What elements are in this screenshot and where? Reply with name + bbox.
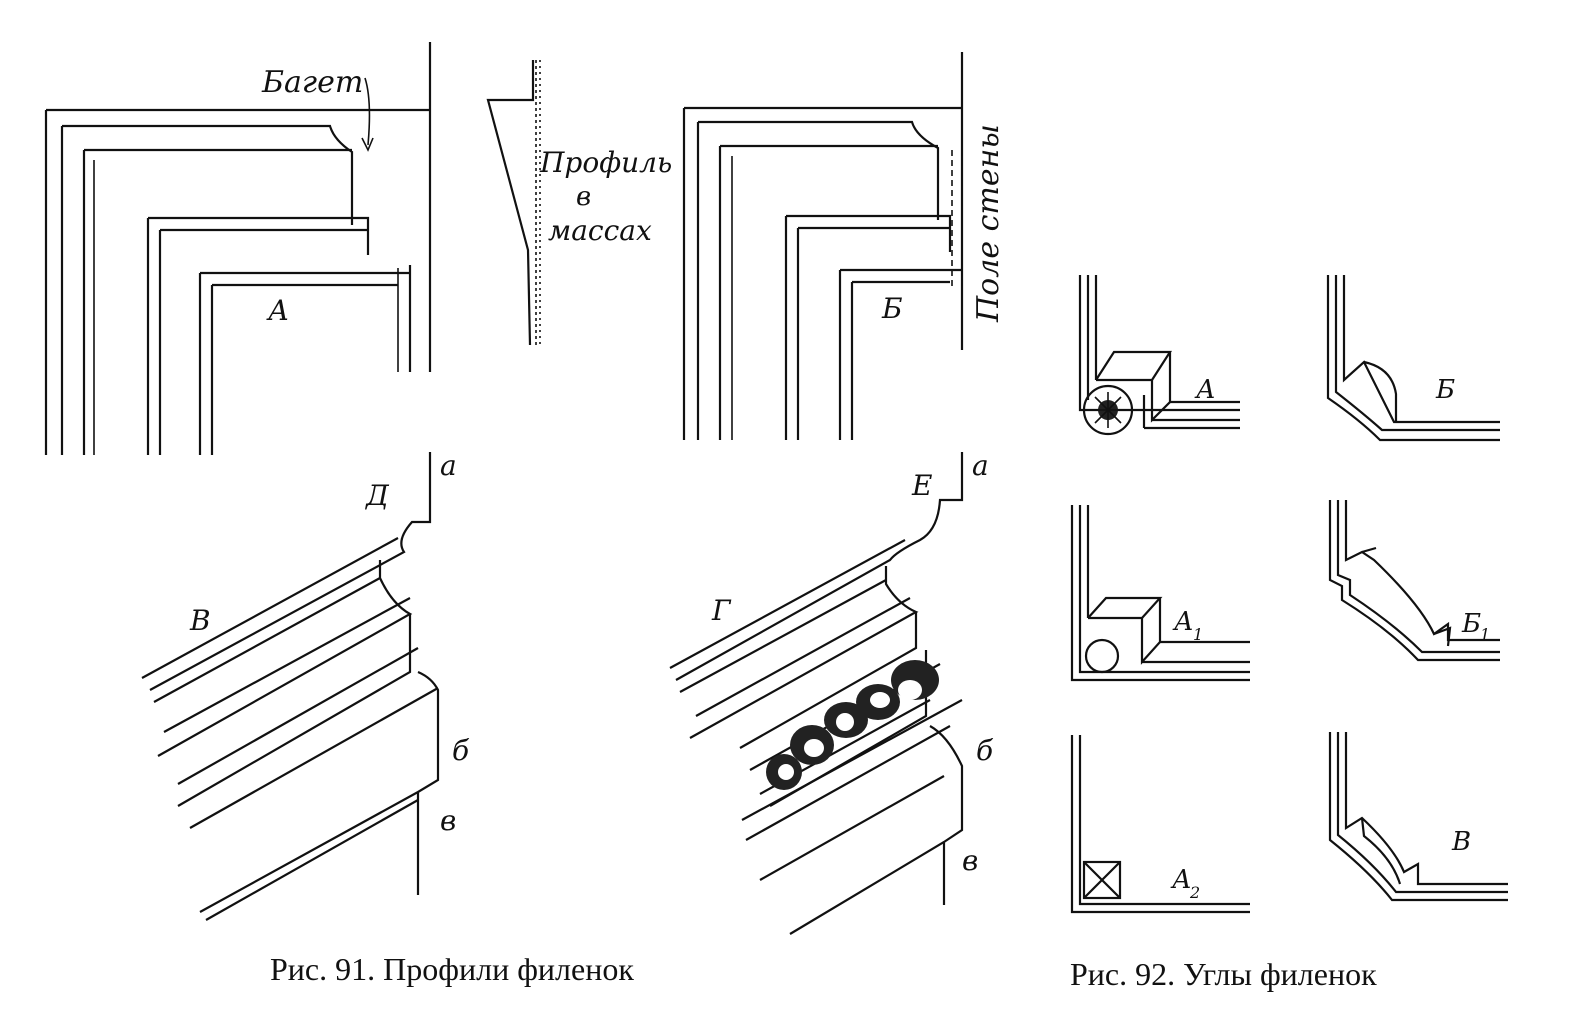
corner-v-label: В xyxy=(1451,827,1471,857)
profile-d-drawing xyxy=(141,452,440,921)
label-v-profile: В xyxy=(189,604,211,637)
profile-e-drawing xyxy=(669,452,964,935)
label-a-right: а xyxy=(972,449,989,482)
label-e: Е xyxy=(911,469,932,502)
profile-v-label: в xyxy=(576,182,591,212)
fig91-caption: Рис. 91. Профили филенок xyxy=(270,951,634,987)
mass-profile-drawing xyxy=(486,60,541,346)
corner-b-drawing xyxy=(1326,275,1500,442)
panel-b-label: Б xyxy=(881,292,903,325)
corner-a1-label: А xyxy=(1172,607,1194,637)
corner-a2-drawing xyxy=(1070,735,1250,914)
corner-v-drawing xyxy=(1328,732,1508,902)
label-v-right: в xyxy=(962,844,978,877)
profile-label: Профиль xyxy=(539,146,672,179)
corner-a2-sub: 2 xyxy=(1189,883,1200,902)
wall-field-label: Поле стены xyxy=(971,124,1006,323)
ornament-band xyxy=(766,660,939,790)
label-d: Д xyxy=(364,479,390,512)
label-b-left: б xyxy=(452,734,470,767)
corner-b1-sub: 1 xyxy=(1480,625,1490,644)
panel-a-corner-drawing xyxy=(44,42,432,455)
corner-b1-drawing xyxy=(1328,500,1500,662)
profile-massakh-label: массах xyxy=(548,214,652,247)
label-v-left: в xyxy=(440,804,456,837)
corner-a1-drawing xyxy=(1070,505,1250,682)
fig92-caption: Рис. 92. Углы филенок xyxy=(1070,956,1377,992)
label-g: Г xyxy=(711,594,732,627)
corner-b1-label: Б xyxy=(1461,609,1481,639)
panel-b-corner-drawing xyxy=(682,52,964,440)
corner-a-label: А xyxy=(1194,375,1216,405)
corner-a2-label: А xyxy=(1170,865,1192,895)
corner-a1-sub: 1 xyxy=(1193,625,1203,644)
baget-label: Багет xyxy=(261,65,363,100)
panel-a-label: А xyxy=(266,294,289,327)
label-a-left: а xyxy=(440,449,457,482)
label-b-right: б xyxy=(976,734,994,767)
corner-b-label: Б xyxy=(1435,375,1455,405)
corner-a-drawing xyxy=(1078,275,1240,436)
